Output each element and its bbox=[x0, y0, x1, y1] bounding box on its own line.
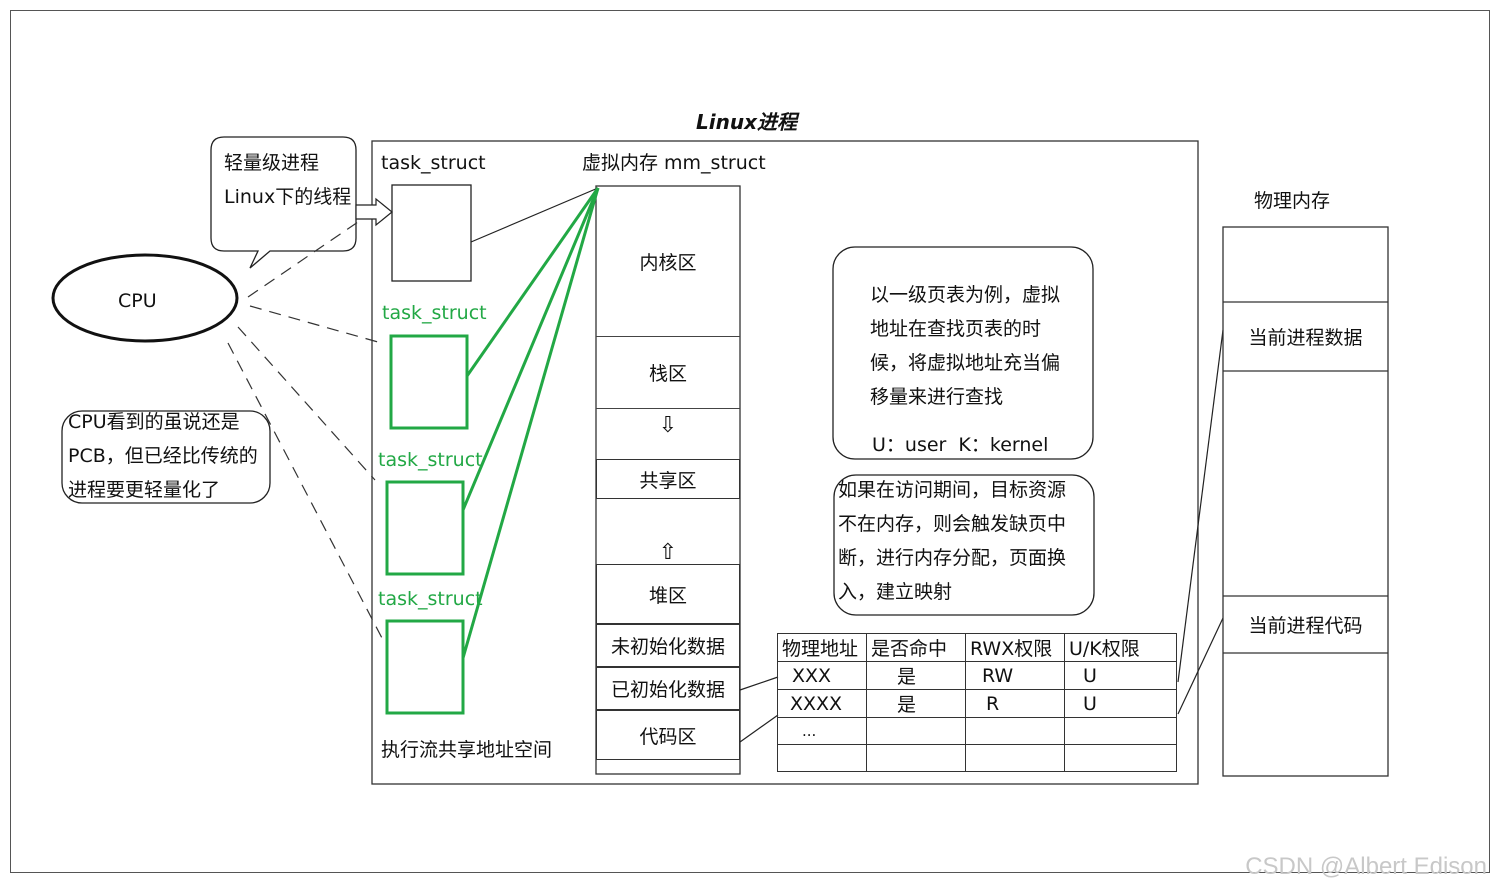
cpu-view-line-3: 进程要更轻量化了 bbox=[68, 479, 221, 501]
cpu-label: CPU bbox=[118, 290, 157, 312]
table-row: XXX 是 RW U bbox=[777, 661, 1177, 690]
pf-note-line-1: 如果在访问期间，目标资源 bbox=[838, 479, 1067, 501]
pt-cell: XXXX bbox=[777, 689, 867, 718]
table-row: XXXX 是 R U bbox=[777, 689, 1177, 718]
segment-data: 已初始化数据 bbox=[596, 667, 740, 710]
watermark: CSDN @Albert Edison bbox=[1245, 853, 1487, 880]
bubble-pointer-arrow bbox=[355, 197, 393, 227]
segment-bss: 未初始化数据 bbox=[596, 624, 740, 667]
task-box-thread-2 bbox=[385, 480, 465, 576]
physical-memory-title: 物理内存 bbox=[1254, 190, 1331, 212]
task-label-thread-3: task_struct bbox=[378, 588, 483, 610]
lightweight-line-2: Linux下的线程 bbox=[224, 186, 352, 208]
pf-note-line-2: 不在内存，则会触发缺页中 bbox=[838, 513, 1067, 535]
task-label-main: task_struct bbox=[381, 152, 486, 174]
pt-header-rwx: RWX权限 bbox=[965, 633, 1065, 662]
pt-cell bbox=[866, 717, 966, 745]
stack-grow-down-icon: ⇩ bbox=[596, 408, 740, 459]
task-label-thread-1: task_struct bbox=[382, 302, 487, 324]
diagram-title: Linux进程 bbox=[696, 110, 797, 134]
pm-current-code: 当前进程代码 bbox=[1248, 615, 1363, 637]
segment-code: 代码区 bbox=[596, 710, 740, 760]
cpu-view-line-2: PCB，但已经比传统的 bbox=[68, 445, 258, 467]
pm-current-data: 当前进程数据 bbox=[1248, 327, 1363, 349]
pt-cell bbox=[777, 744, 867, 772]
pt-cell: 是 bbox=[866, 689, 966, 718]
pt-cell: XXX bbox=[777, 661, 867, 690]
pt-header-uk: U/K权限 bbox=[1064, 633, 1177, 662]
page-fault-note-bubble bbox=[833, 474, 1095, 616]
task-label-thread-2: task_struct bbox=[378, 449, 483, 471]
segment-heap: 堆区 bbox=[596, 564, 740, 624]
outer-frame bbox=[10, 10, 1490, 873]
pt-cell bbox=[1064, 717, 1177, 745]
task-box-main bbox=[391, 184, 472, 282]
pt-cell bbox=[866, 744, 966, 772]
pt-cell: U bbox=[1064, 661, 1177, 690]
pt-header-phys: 物理地址 bbox=[777, 633, 867, 662]
pt-note-line-4: 移量来进行查找 bbox=[870, 386, 1004, 408]
pt-cell: U bbox=[1064, 689, 1177, 718]
pt-header-hit: 是否命中 bbox=[866, 633, 966, 662]
pt-note-line-1: 以一级页表为例，虚拟 bbox=[870, 284, 1061, 306]
pt-cell bbox=[965, 744, 1065, 772]
pt-cell: R bbox=[965, 689, 1065, 718]
pt-cell: ... bbox=[777, 717, 867, 745]
pt-cell: RW bbox=[965, 661, 1065, 690]
table-row: ... bbox=[777, 717, 1177, 745]
pt-cell bbox=[1064, 744, 1177, 772]
segment-kernel: 内核区 bbox=[639, 251, 697, 274]
uk-legend: U：user K：kernel bbox=[872, 434, 1049, 456]
cpu-view-line-1: CPU看到的虽说还是 bbox=[68, 411, 240, 433]
segment-shared: 共享区 bbox=[596, 459, 740, 499]
process-container bbox=[371, 140, 1199, 785]
pt-note-line-3: 候，将虚拟地址充当偏 bbox=[870, 352, 1061, 374]
mm-struct-label: 虚拟内存 mm_struct bbox=[582, 152, 766, 174]
page-table-header-row: 物理地址 是否命中 RWX权限 U/K权限 bbox=[777, 633, 1177, 662]
shared-address-label: 执行流共享地址空间 bbox=[381, 739, 553, 761]
pt-cell: 是 bbox=[866, 661, 966, 690]
table-row bbox=[777, 744, 1177, 772]
heap-grow-up-icon: ⇧ bbox=[658, 539, 678, 565]
physical-memory-column bbox=[1222, 226, 1389, 777]
pf-note-line-4: 入，建立映射 bbox=[838, 581, 953, 603]
task-box-thread-1 bbox=[389, 334, 469, 430]
lightweight-bubble bbox=[210, 136, 357, 269]
task-box-thread-3 bbox=[385, 619, 465, 715]
pf-note-line-3: 断，进行内存分配，页面换 bbox=[838, 547, 1067, 569]
segment-stack: 栈区 bbox=[596, 336, 740, 408]
lightweight-line-1: 轻量级进程 bbox=[224, 152, 320, 174]
cpu-view-bubble bbox=[61, 410, 271, 504]
page-table: 物理地址 是否命中 RWX权限 U/K权限 XXX 是 RW U XXXX 是 … bbox=[777, 633, 1177, 772]
pt-cell bbox=[965, 717, 1065, 745]
pt-note-line-2: 地址在查找页表的时 bbox=[870, 318, 1042, 340]
page-table-note-bubble bbox=[832, 246, 1094, 460]
cpu-ellipse bbox=[51, 253, 239, 343]
